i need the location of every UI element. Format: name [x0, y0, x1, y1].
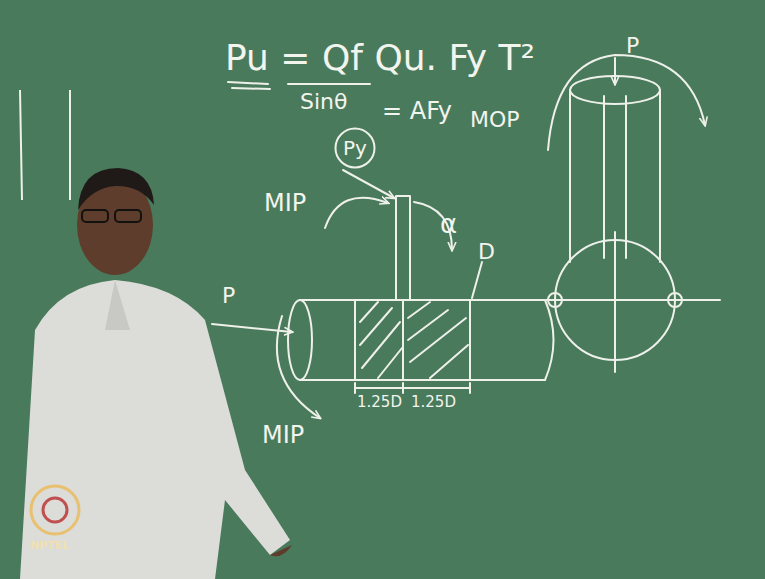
- label-moment: MOP: [470, 108, 520, 132]
- label-formula-denominator: Sinθ: [300, 90, 347, 114]
- label-moment: MIP: [262, 422, 304, 448]
- label-angle: α: [440, 210, 457, 239]
- label-diameter: D: [478, 240, 495, 264]
- dimension-label: 1.25D: [357, 394, 402, 411]
- label-yield-force: = AFy: [382, 98, 452, 124]
- label-load: P: [222, 284, 235, 308]
- logo-text: NPTEL: [30, 540, 69, 552]
- label-moment: MIP: [264, 190, 306, 216]
- label-formula: Pu = Qf Qu. Fy T²: [225, 38, 535, 78]
- node-text: Py: [343, 136, 367, 160]
- dimension-label: 1.25D: [411, 394, 456, 411]
- circled-symbol: Py: [334, 127, 376, 169]
- label-load: P: [626, 34, 639, 58]
